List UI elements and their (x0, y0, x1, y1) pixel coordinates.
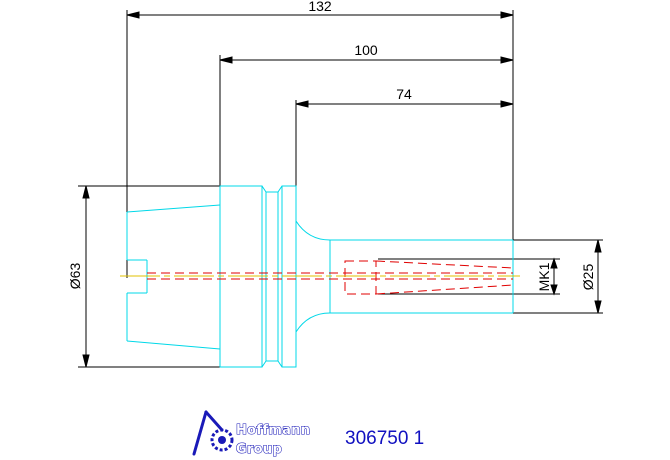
dimension-lines (78, 10, 603, 368)
compass-triangle-icon (192, 410, 224, 456)
hoffmann-group-logo: Hoffmann Group (192, 410, 311, 458)
dimension-100-label: 100 (354, 42, 378, 58)
dimension-132-label: 132 (308, 0, 332, 14)
dimension-d63-label: Ø63 (67, 263, 83, 290)
dimension-mk1-label: MK1 (536, 262, 552, 291)
hidden-lines (147, 260, 514, 295)
part-number: 306750 1 (345, 428, 425, 449)
dimension-d25-label: Ø25 (580, 264, 596, 291)
logo-line1: Hoffmann (236, 423, 310, 438)
logo-line2: Group (236, 442, 282, 457)
dimension-74-label: 74 (396, 86, 412, 102)
gear-icon (210, 428, 234, 452)
